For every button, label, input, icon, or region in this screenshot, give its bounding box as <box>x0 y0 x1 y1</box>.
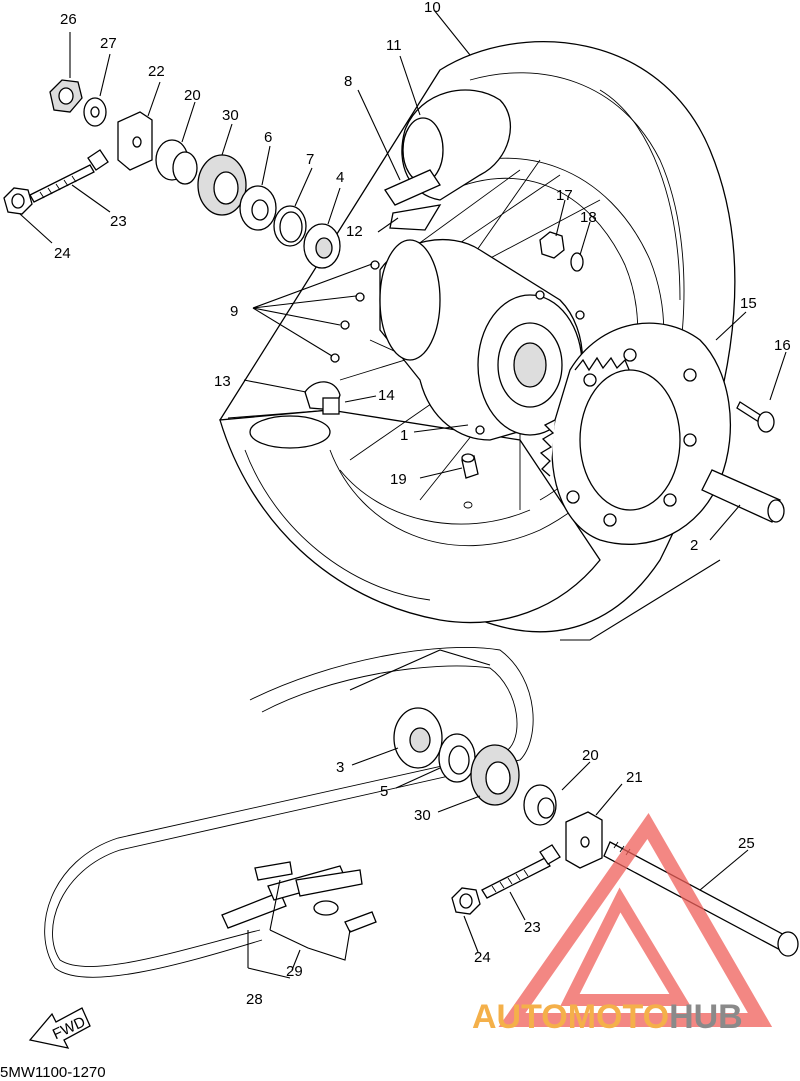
label-8: 8 <box>344 73 352 90</box>
label-27: 27 <box>100 35 117 52</box>
label-15: 15 <box>740 295 757 312</box>
watermark-text: AUTOMOTOHUB <box>472 998 794 1037</box>
label-21: 21 <box>626 769 643 786</box>
label-28: 28 <box>246 991 263 1008</box>
watermark-text-part2: HUB <box>669 998 743 1036</box>
label-30b: 30 <box>414 807 431 824</box>
label-22: 22 <box>148 63 165 80</box>
nut-17-washer-18 <box>539 231 584 272</box>
label-16: 16 <box>774 337 791 354</box>
label-2: 2 <box>690 537 698 554</box>
label-30a: 30 <box>222 107 239 124</box>
label-5: 5 <box>380 783 388 800</box>
label-18: 18 <box>580 209 597 226</box>
fwd-arrow-icon: FWD <box>28 1007 91 1049</box>
part-number-labels: 26 27 22 20 30 6 7 4 23 24 10 11 8 12 9 … <box>54 0 791 1008</box>
label-1: 1 <box>400 427 408 444</box>
spacer-2 <box>701 469 785 523</box>
label-24b: 24 <box>474 949 491 966</box>
label-7: 7 <box>306 151 314 168</box>
label-19: 19 <box>390 471 407 488</box>
label-14: 14 <box>378 387 395 404</box>
upper-left-parts <box>3 79 341 269</box>
tube-and-rimstrip <box>384 89 512 231</box>
label-9: 9 <box>230 303 238 320</box>
label-24a: 24 <box>54 245 71 262</box>
label-25: 25 <box>738 835 755 852</box>
watermark-text-part1: AUTOMOTO <box>472 998 670 1036</box>
label-6: 6 <box>264 129 272 146</box>
diagram-code: 5MW1100-1270 <box>0 1064 106 1081</box>
drive-chain <box>44 647 534 979</box>
label-29: 29 <box>286 963 303 980</box>
rim-lock <box>304 381 341 415</box>
watermark-logo-icon <box>498 812 773 1027</box>
label-10: 10 <box>424 0 441 16</box>
bolt-16 <box>736 401 775 433</box>
label-17: 17 <box>556 187 573 204</box>
leader-lines-upper <box>19 9 787 541</box>
label-13: 13 <box>214 373 231 390</box>
section-divider <box>349 559 721 691</box>
label-20b: 20 <box>582 747 599 764</box>
label-23b: 23 <box>524 919 541 936</box>
label-26: 26 <box>60 11 77 28</box>
label-3: 3 <box>336 759 344 776</box>
label-4: 4 <box>336 169 344 186</box>
label-20a: 20 <box>184 87 201 104</box>
label-11: 11 <box>386 37 402 54</box>
valve-cap-19 <box>461 453 479 509</box>
label-12: 12 <box>346 223 363 240</box>
label-23a: 23 <box>110 213 127 230</box>
hub <box>379 238 590 441</box>
sprocket <box>539 322 731 545</box>
spoke-nipples <box>330 260 380 363</box>
